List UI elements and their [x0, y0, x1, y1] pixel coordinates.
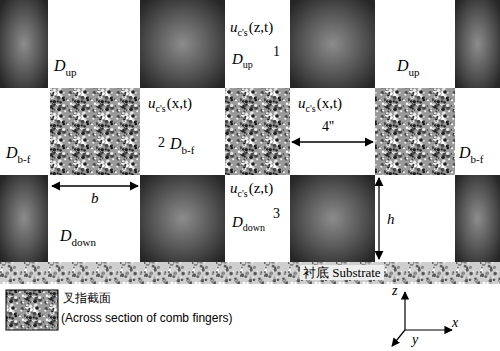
label-text: D [232, 52, 243, 67]
axes [392, 292, 452, 346]
subscript: c's [238, 189, 248, 199]
label-text: 3 [273, 207, 280, 221]
label-text: u [230, 181, 238, 196]
subscript: up [66, 67, 77, 78]
legend-text: (Across section of comb fingers) [61, 312, 232, 324]
subscript: b-f [18, 154, 31, 165]
label-text: D [459, 145, 471, 161]
subscript: c's [306, 104, 316, 114]
legend-swatch [6, 290, 58, 330]
height-arrow-h [378, 178, 379, 259]
label-text: D [232, 215, 243, 230]
substrate-band [0, 262, 500, 284]
upper-electrodes [0, 0, 500, 88]
subscript: c's [156, 104, 166, 114]
label-text: D [170, 136, 182, 152]
label-text: b [91, 191, 99, 206]
gap-arrow [292, 141, 373, 142]
label-text: 4'' [322, 120, 334, 134]
label-text: (x,t) [167, 96, 192, 111]
subscript: b-f [471, 154, 484, 165]
label-text: 2 [158, 136, 165, 150]
label-text: u [148, 96, 156, 111]
legend-text: 叉指截面 [63, 292, 111, 304]
label-text: h [387, 212, 395, 227]
label-text: z [392, 284, 397, 298]
subscript: c's [238, 28, 248, 38]
subscript: down [72, 237, 96, 248]
label-text: (z,t) [249, 20, 274, 35]
label-text: D [54, 58, 66, 74]
label-text: (z,t) [249, 181, 274, 196]
subscript: b-f [182, 145, 195, 156]
label-text: u [298, 96, 306, 111]
label-text: 1 [273, 45, 280, 59]
label-text: 衬底 Substrate [300, 265, 384, 280]
label-text: (x,t) [317, 96, 342, 111]
subscript: up [409, 67, 420, 78]
label-text: D [6, 145, 18, 161]
label-text: x [452, 316, 458, 330]
subscript: down [243, 223, 265, 233]
subscript: up [243, 60, 253, 70]
label-text: y [412, 333, 418, 347]
label-text: D [60, 228, 72, 244]
label-text: D [397, 58, 409, 74]
comb-finger-sections [50, 88, 455, 175]
width-arrow-b [52, 185, 138, 186]
lower-electrodes [0, 175, 500, 262]
label-text: u [230, 20, 238, 35]
